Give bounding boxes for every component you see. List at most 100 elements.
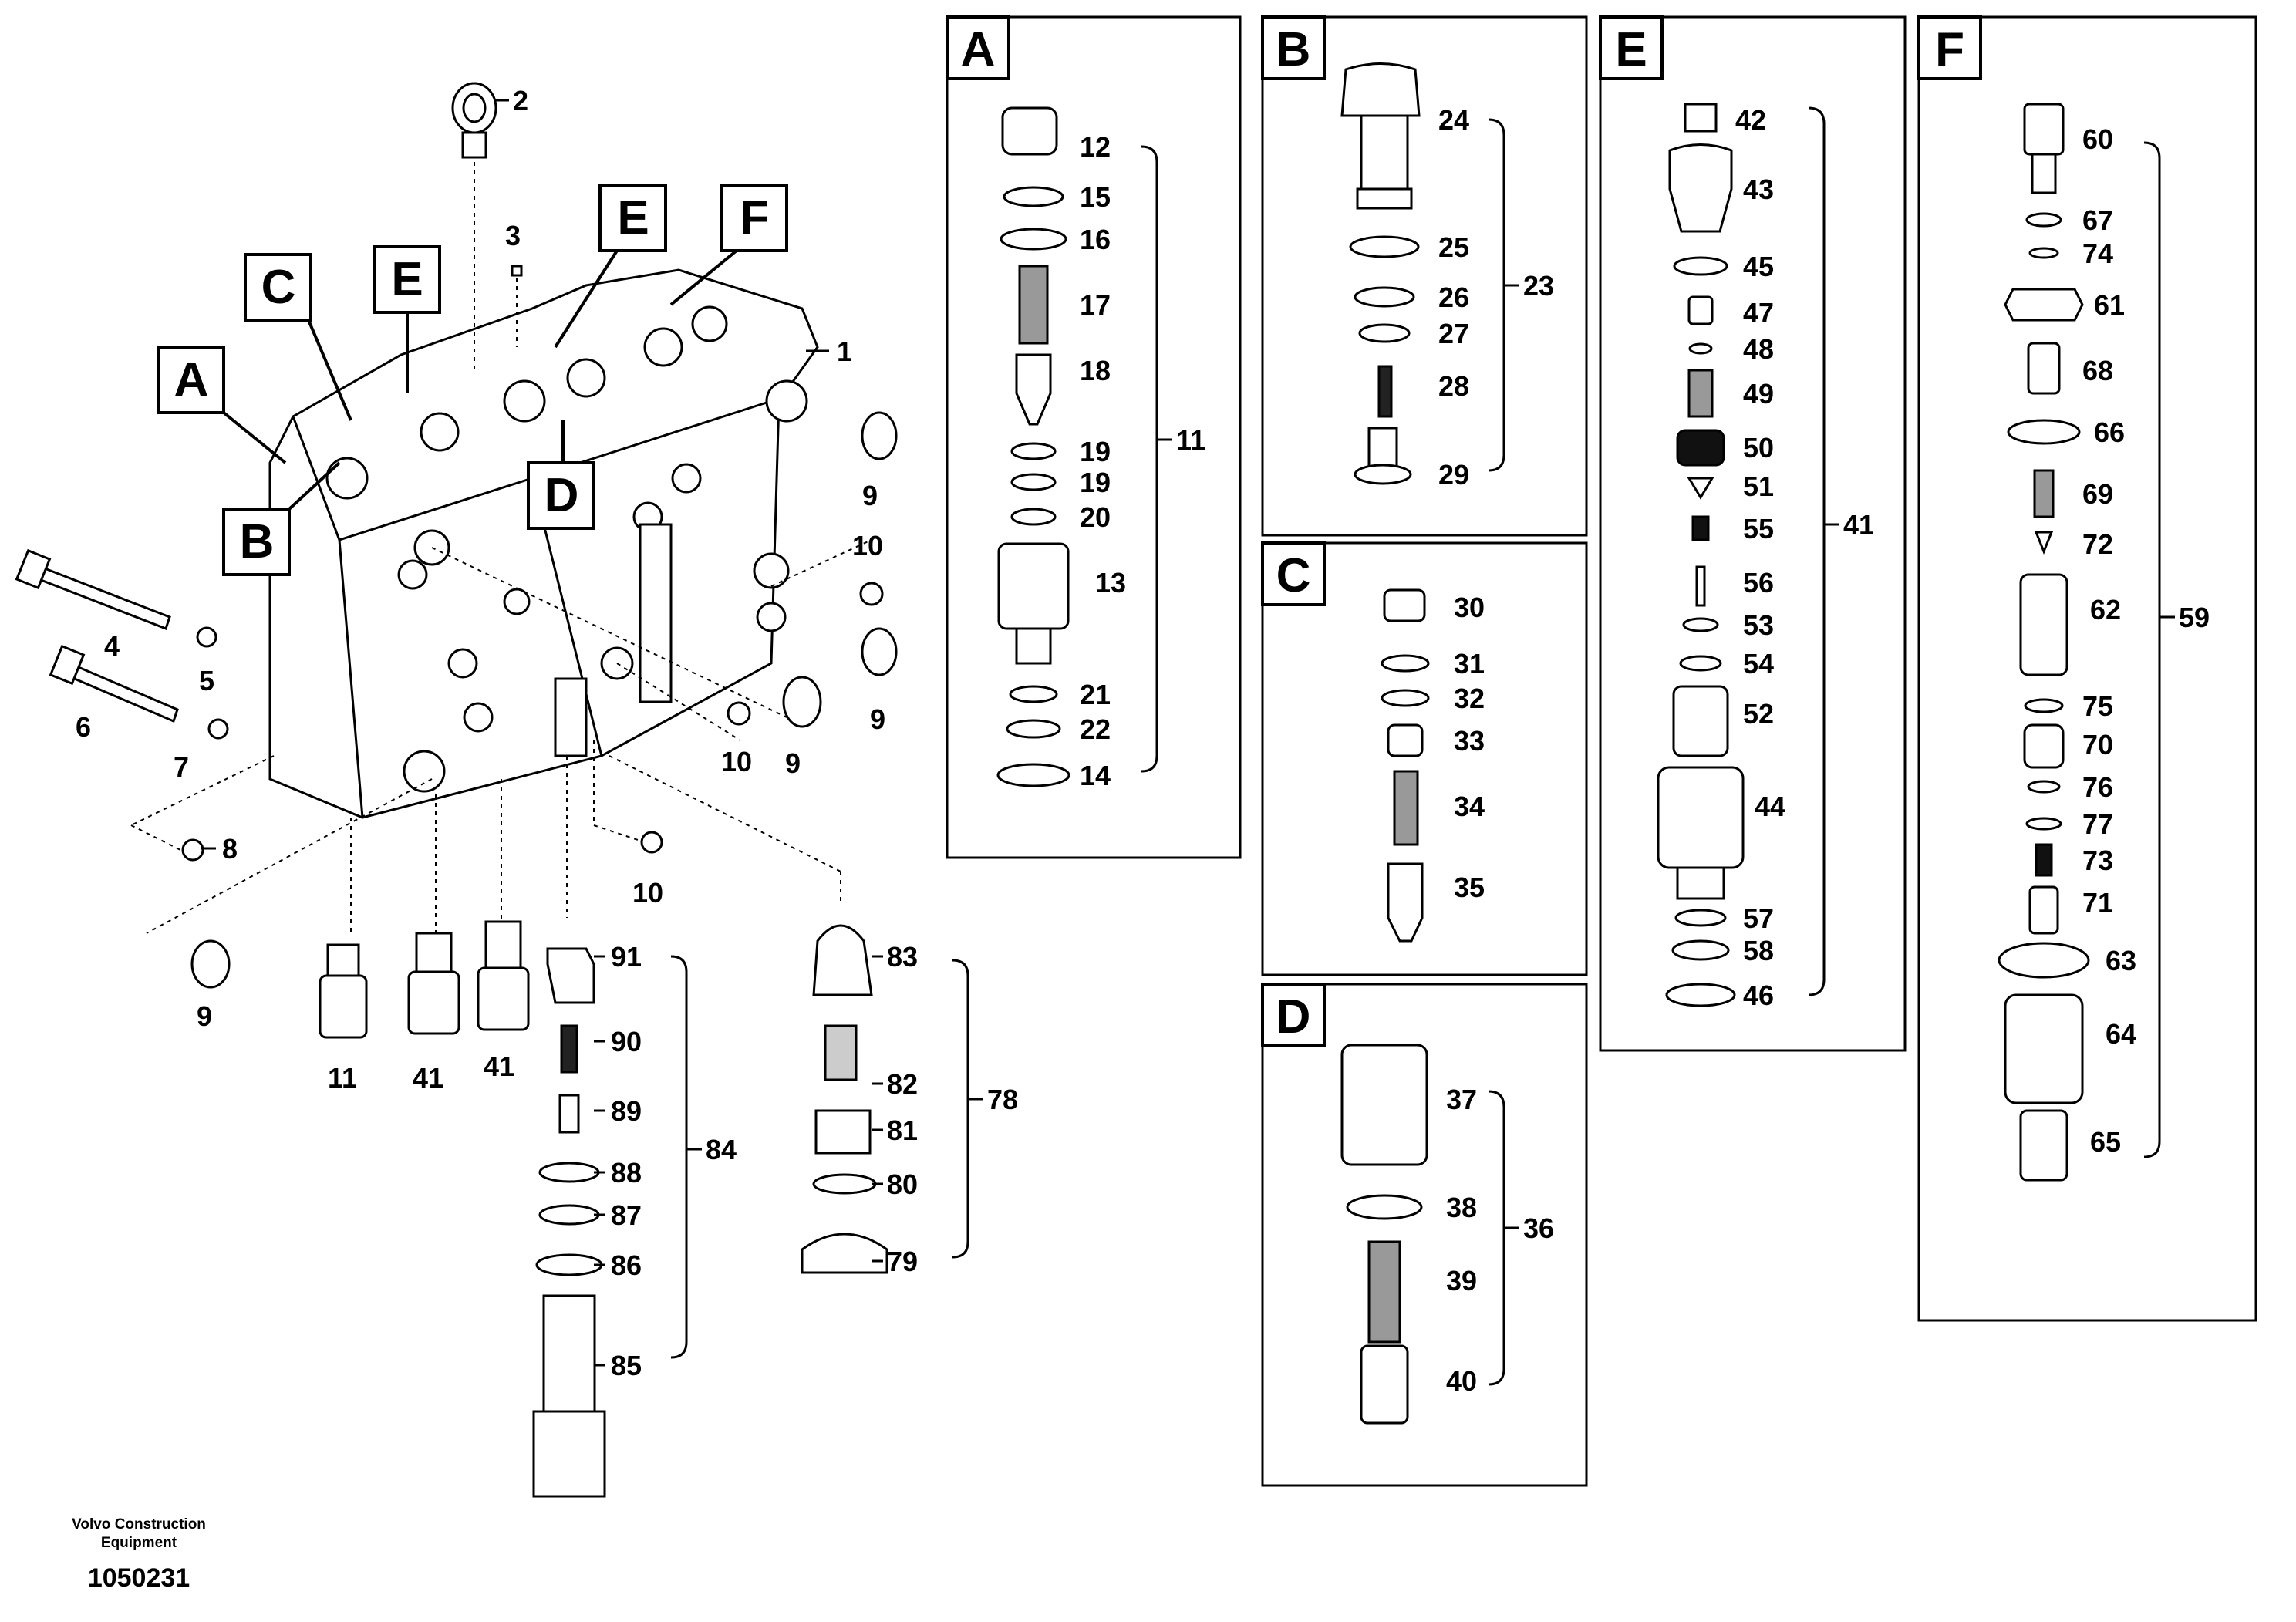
footer-block: Volvo Construction Equipment 1050231 — [46, 1516, 231, 1593]
panel-f-letter: F — [1935, 23, 1964, 76]
part-label: 45 — [1743, 251, 1774, 282]
part-label: 42 — [1735, 104, 1766, 136]
part-label: 16 — [1080, 224, 1111, 255]
part-label: 12 — [1080, 131, 1111, 163]
callout: 1 — [837, 336, 852, 367]
part-label: 47 — [1743, 297, 1774, 329]
valve-block-illustration — [268, 268, 819, 819]
part-label: 29 — [1438, 459, 1469, 491]
callout: 10 — [852, 530, 883, 561]
callout: 9 — [862, 480, 878, 511]
callout: 82 — [887, 1068, 918, 1100]
part-label: 19 — [1080, 467, 1111, 498]
panel-frames — [946, 15, 2257, 1487]
panel-b-letter: B — [1276, 23, 1311, 76]
callout: 2 — [513, 85, 528, 116]
part-label: 70 — [2082, 729, 2113, 760]
section-tag-letters: A B C D E F E — [174, 191, 769, 568]
part-label: 61 — [2094, 289, 2125, 321]
part-label: 48 — [1743, 333, 1774, 365]
tag-a: A — [174, 353, 209, 406]
part-label: 25 — [1438, 231, 1469, 263]
tag-c: C — [261, 261, 296, 314]
callout: 10 — [721, 746, 752, 777]
part-label: 17 — [1080, 289, 1111, 321]
part-label: 31 — [1454, 648, 1485, 679]
part-label: 72 — [2082, 528, 2113, 560]
part-label: 68 — [2082, 355, 2113, 386]
part-label: 55 — [1743, 513, 1774, 545]
panel-a-letter: A — [961, 23, 996, 76]
callout: 9 — [785, 747, 801, 779]
tag-e-lower: E — [391, 253, 423, 306]
main-callout-numbers: 1 2 3 4 5 6 7 8 9 9 9 9 10 10 10 10 11 4… — [76, 85, 1018, 1381]
panel-letters: A B C D E F — [961, 23, 1964, 1044]
callout: 84 — [706, 1134, 737, 1165]
callout: 11 — [328, 1062, 357, 1094]
part-label: 21 — [1080, 679, 1111, 710]
part-label: 56 — [1743, 567, 1774, 599]
part-label: 46 — [1743, 980, 1774, 1011]
callout: 3 — [505, 220, 521, 251]
part-label: 38 — [1446, 1192, 1477, 1223]
main-callout-leaders — [201, 99, 983, 1367]
part-label: 76 — [2082, 771, 2113, 803]
callout: 81 — [887, 1114, 918, 1146]
part-label: 65 — [2090, 1126, 2121, 1158]
part-label: 35 — [1454, 872, 1485, 903]
callout: 4 — [104, 630, 120, 662]
callout: 86 — [611, 1249, 642, 1281]
callout: 5 — [199, 665, 214, 696]
part-label: 24 — [1438, 104, 1469, 136]
group-label: 11 — [1176, 424, 1205, 456]
callout: 88 — [611, 1157, 642, 1189]
part-label: 28 — [1438, 370, 1469, 402]
part-label: 71 — [2082, 887, 2113, 919]
group-label: 23 — [1523, 270, 1554, 302]
part-label: 32 — [1454, 683, 1485, 714]
main-view-parts — [15, 82, 898, 1498]
part-label: 40 — [1446, 1365, 1477, 1397]
callout: 7 — [174, 751, 189, 783]
part-label: 30 — [1454, 592, 1485, 623]
dotted-leader-lines — [130, 162, 872, 934]
callout: 41 — [484, 1050, 514, 1082]
callout: 91 — [611, 941, 642, 973]
panel-letter-boxes — [946, 15, 1982, 1047]
part-label: 44 — [1755, 791, 1785, 822]
panel-brackets — [1141, 106, 2175, 1386]
part-label: 20 — [1080, 501, 1111, 533]
part-label: 77 — [2082, 808, 2113, 840]
callout: 79 — [887, 1246, 918, 1277]
part-label: 62 — [2090, 594, 2121, 626]
drawing-number: 1050231 — [87, 1563, 190, 1593]
callout: 8 — [222, 833, 238, 865]
brand-line-2: Equipment — [100, 1535, 177, 1551]
part-label: 15 — [1080, 181, 1111, 213]
part-label: 37 — [1446, 1084, 1477, 1115]
part-label: 73 — [2082, 845, 2113, 876]
part-label: 18 — [1080, 355, 1111, 386]
callout: 83 — [887, 941, 918, 973]
group-label: 59 — [2179, 602, 2210, 633]
part-label: 43 — [1743, 174, 1774, 205]
callout: 10 — [632, 877, 663, 909]
callout: 89 — [611, 1095, 642, 1127]
tag-e-upper: E — [617, 191, 649, 244]
section-tags — [157, 184, 788, 576]
part-label: 39 — [1446, 1265, 1477, 1297]
panel-e-letter: E — [1615, 23, 1647, 76]
group-label: 41 — [1843, 509, 1874, 541]
part-label: 26 — [1438, 282, 1469, 313]
part-label: 74 — [2082, 238, 2113, 269]
panel-d-letter: D — [1276, 990, 1311, 1044]
part-label: 51 — [1743, 470, 1774, 502]
callout: 6 — [76, 711, 91, 743]
part-label: 19 — [1080, 436, 1111, 467]
callout: 80 — [887, 1168, 918, 1200]
part-label: 66 — [2094, 416, 2125, 448]
tag-b: B — [240, 515, 275, 568]
part-label: 14 — [1080, 760, 1111, 791]
part-label: 58 — [1743, 935, 1774, 966]
part-label: 50 — [1743, 432, 1774, 464]
